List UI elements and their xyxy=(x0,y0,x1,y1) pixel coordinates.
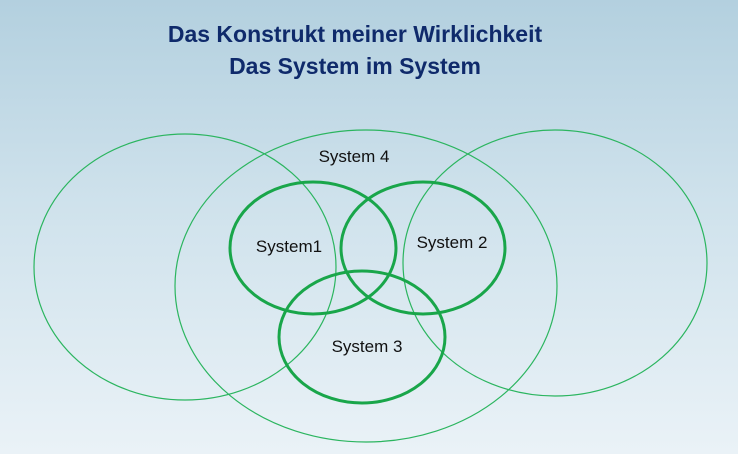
system4-circle xyxy=(174,129,558,443)
system2-circle xyxy=(339,180,507,316)
system1-label: System1 xyxy=(256,237,322,256)
title-line-1: Das Konstrukt meiner Wirklichkeit xyxy=(167,21,543,47)
page-title: Das Konstrukt meiner Wirklichkeit Das Sy… xyxy=(0,18,710,82)
system4-label: System 4 xyxy=(319,147,390,166)
system3-circle xyxy=(277,269,447,405)
system2-label: System 2 xyxy=(417,233,488,252)
system1-circle xyxy=(228,180,398,316)
system3-label: System 3 xyxy=(332,337,403,356)
subtitle-line-2: Das System im System xyxy=(229,53,481,79)
right-outer-circle xyxy=(402,129,708,397)
left-outer-circle xyxy=(33,133,337,401)
